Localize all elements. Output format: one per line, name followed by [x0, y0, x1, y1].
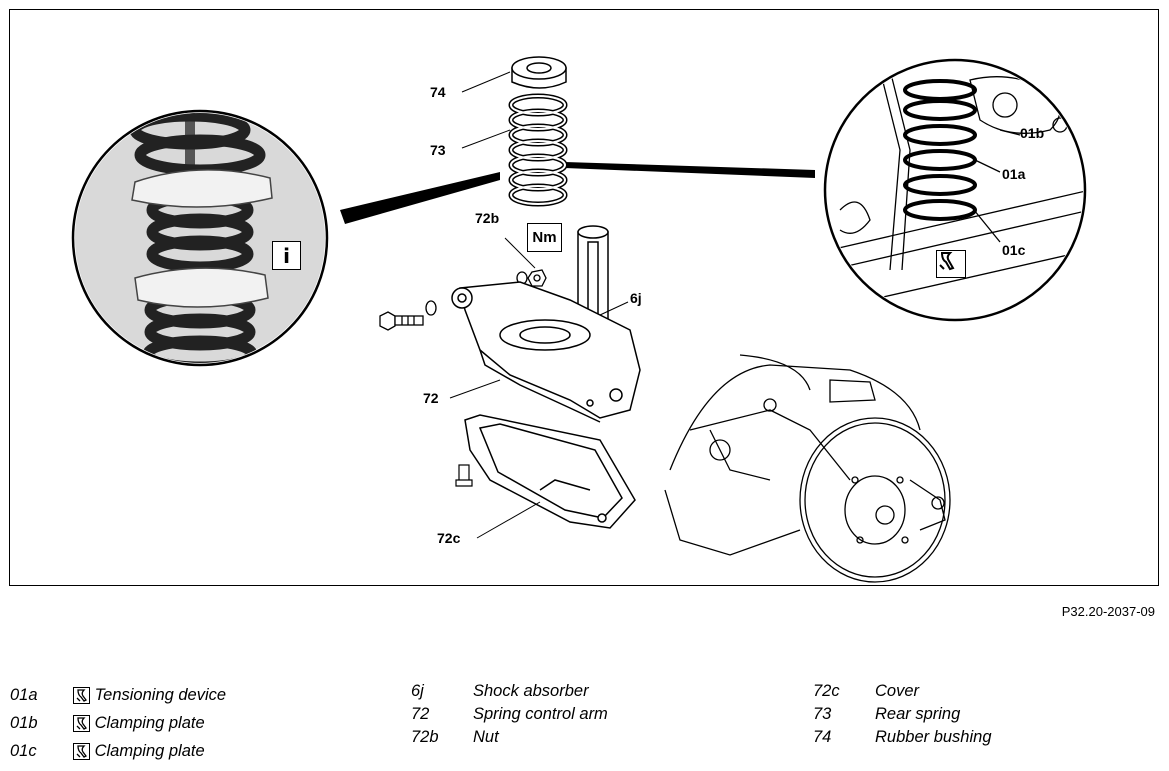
legend-description: Tensioning device	[73, 686, 226, 705]
nut-part	[516, 269, 547, 287]
legend-row: 72 Spring control arm	[411, 705, 771, 728]
legend-row: 6j Shock absorber	[411, 682, 771, 705]
callout-72: 72	[423, 390, 439, 406]
callout-72b: 72b	[475, 210, 500, 226]
legend-description: Rubber bushing	[875, 728, 992, 746]
legend-row: 74 Rubber bushing	[813, 728, 1153, 751]
legend-row: 72b Nut	[411, 728, 771, 751]
callout-01c: 01c	[1002, 242, 1026, 258]
legend-description: Cover	[875, 682, 920, 700]
legend-description: Rear spring	[875, 705, 961, 723]
special-tool-icon	[73, 715, 90, 732]
legend-column-3: 72c Cover 73 Rear spring 74 Rubber bushi…	[813, 682, 1153, 751]
legend-description: Clamping plate	[73, 714, 205, 733]
figure-reference: P32.20-2037-09	[1061, 604, 1155, 619]
legend-code: 72b	[411, 728, 439, 746]
info-icon: i	[272, 241, 301, 270]
legend-row: 01a Tensioning device	[10, 686, 310, 714]
special-tool-icon	[73, 743, 90, 760]
legend-code: 72c	[813, 682, 840, 700]
diagram-frame: i Nm 74 73 72b 6j 72 72c 01b 01a 01c	[9, 9, 1159, 586]
exploded-view-drawing	[71, 56, 1087, 583]
legend-row: 72c Cover	[813, 682, 1153, 705]
leader-wedge-left	[340, 172, 500, 224]
bolt-part	[379, 300, 437, 331]
legend-description: Shock absorber	[473, 682, 589, 700]
legend-code: 6j	[411, 682, 424, 700]
legend-row: 01c Clamping plate	[10, 742, 310, 770]
special-tool-icon	[73, 687, 90, 704]
torque-nm-icon: Nm	[527, 223, 562, 252]
detail-circle-right	[823, 58, 1087, 322]
callout-74: 74	[430, 84, 446, 100]
special-tool-icon	[936, 250, 966, 278]
axle-assembly-drawing	[664, 354, 951, 583]
spring-control-arm-part	[451, 281, 641, 423]
legend-code: 74	[813, 728, 832, 746]
callout-6j: 6j	[630, 290, 642, 306]
callout-73: 73	[430, 142, 446, 158]
cover-part	[464, 414, 636, 529]
legend-column-1: 01a Tensioning device 01b Clamping plate…	[10, 686, 310, 770]
detail-circle-left	[71, 109, 329, 367]
legend-row: 73 Rear spring	[813, 705, 1153, 728]
callout-01b: 01b	[1020, 125, 1045, 141]
screw-part	[455, 464, 473, 487]
callout-01a: 01a	[1002, 166, 1026, 182]
legend-description: Clamping plate	[73, 742, 205, 761]
legend-description: Nut	[473, 728, 499, 746]
legend-code: 01c	[10, 742, 37, 760]
legend-column-2: 6j Shock absorber 72 Spring control arm …	[411, 682, 771, 751]
legend-row: 01b Clamping plate	[10, 714, 310, 742]
legend-code: 73	[813, 705, 832, 723]
rubber-bushing-part	[511, 56, 567, 89]
legend-description: Spring control arm	[473, 705, 608, 723]
callout-72c: 72c	[437, 530, 461, 546]
legend-code: 72	[411, 705, 430, 723]
legend-code: 01b	[10, 714, 38, 732]
leader-wedge-right	[565, 162, 815, 178]
legend-code: 01a	[10, 686, 38, 704]
